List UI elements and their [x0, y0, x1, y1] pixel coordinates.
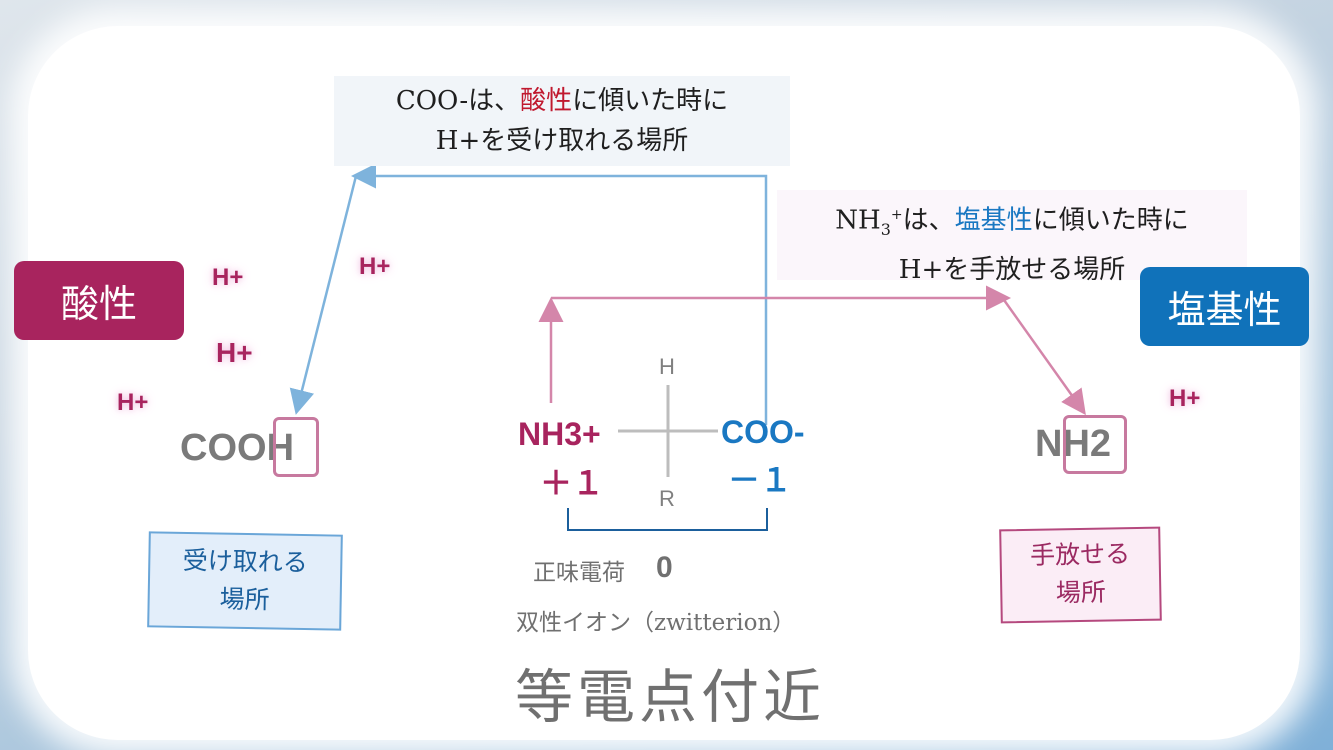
callout-base-site: NH3+は、塩基性に傾いた時に H+を手放せる場所: [777, 190, 1247, 285]
center-bottom-r: R: [659, 486, 675, 511]
carboxyl-charge: －１: [728, 462, 793, 498]
hplus-marker: H+: [117, 389, 149, 416]
note-release-site: 手放せる 場所: [999, 526, 1162, 624]
zwitterion-label: 双性イオン（zwitterion）: [516, 610, 796, 636]
note-accept-site: 受け取れる 場所: [147, 531, 343, 631]
hplus-marker: H+: [216, 337, 253, 368]
nh2-h: H2: [1062, 423, 1112, 465]
note-release-line2: 場所: [1055, 577, 1107, 608]
note-release-line1: 手放せる: [1029, 539, 1131, 570]
amine-charge: ＋１: [540, 465, 605, 501]
net-charge-value: 0: [656, 551, 673, 584]
nh2-group: NH2: [1035, 423, 1111, 466]
nh2-h-highlight: [1063, 415, 1127, 474]
note-accept-line2: 場所: [219, 584, 270, 615]
center-amine: NH3+: [518, 416, 601, 452]
callout-acid-line2: H+を受け取れる場所: [435, 126, 689, 156]
hplus-marker: H+: [1169, 385, 1201, 412]
center-carboxyl: COO-: [721, 414, 805, 450]
nh2-prefix: N: [1035, 423, 1063, 465]
cooh-h: H: [266, 427, 295, 469]
callout-acid-line1: COO-は、酸性に傾いた時に: [395, 86, 729, 116]
acid-tag: 酸性: [14, 261, 184, 340]
cooh-prefix: COO: [180, 427, 267, 469]
center-top-h: H: [659, 354, 675, 379]
callout-base-line2: H+を手放せる場所: [898, 254, 1126, 285]
callout-base-line1: NH3+は、塩基性に傾いた時に: [835, 205, 1189, 239]
blue-connector: [351, 163, 768, 425]
hplus-marker: H+: [359, 253, 391, 280]
page-title: 等電点付近: [515, 663, 826, 731]
net-charge-label: 正味電荷: [533, 560, 625, 586]
cooh-h-highlight: [273, 417, 319, 477]
note-accept-line1: 受け取れる: [182, 545, 309, 578]
hplus-marker: H+: [212, 264, 244, 291]
callout-acid-site: COO-は、酸性に傾いた時に H+を受け取れる場所: [334, 76, 790, 166]
base-tag: 塩基性: [1140, 267, 1309, 346]
cooh-group: COOH: [180, 427, 294, 470]
pink-arrow-to-nh2: [1002, 299, 1086, 416]
blue-arrow-to-cooh: [289, 175, 358, 415]
net-charge-bracket: [567, 508, 768, 531]
